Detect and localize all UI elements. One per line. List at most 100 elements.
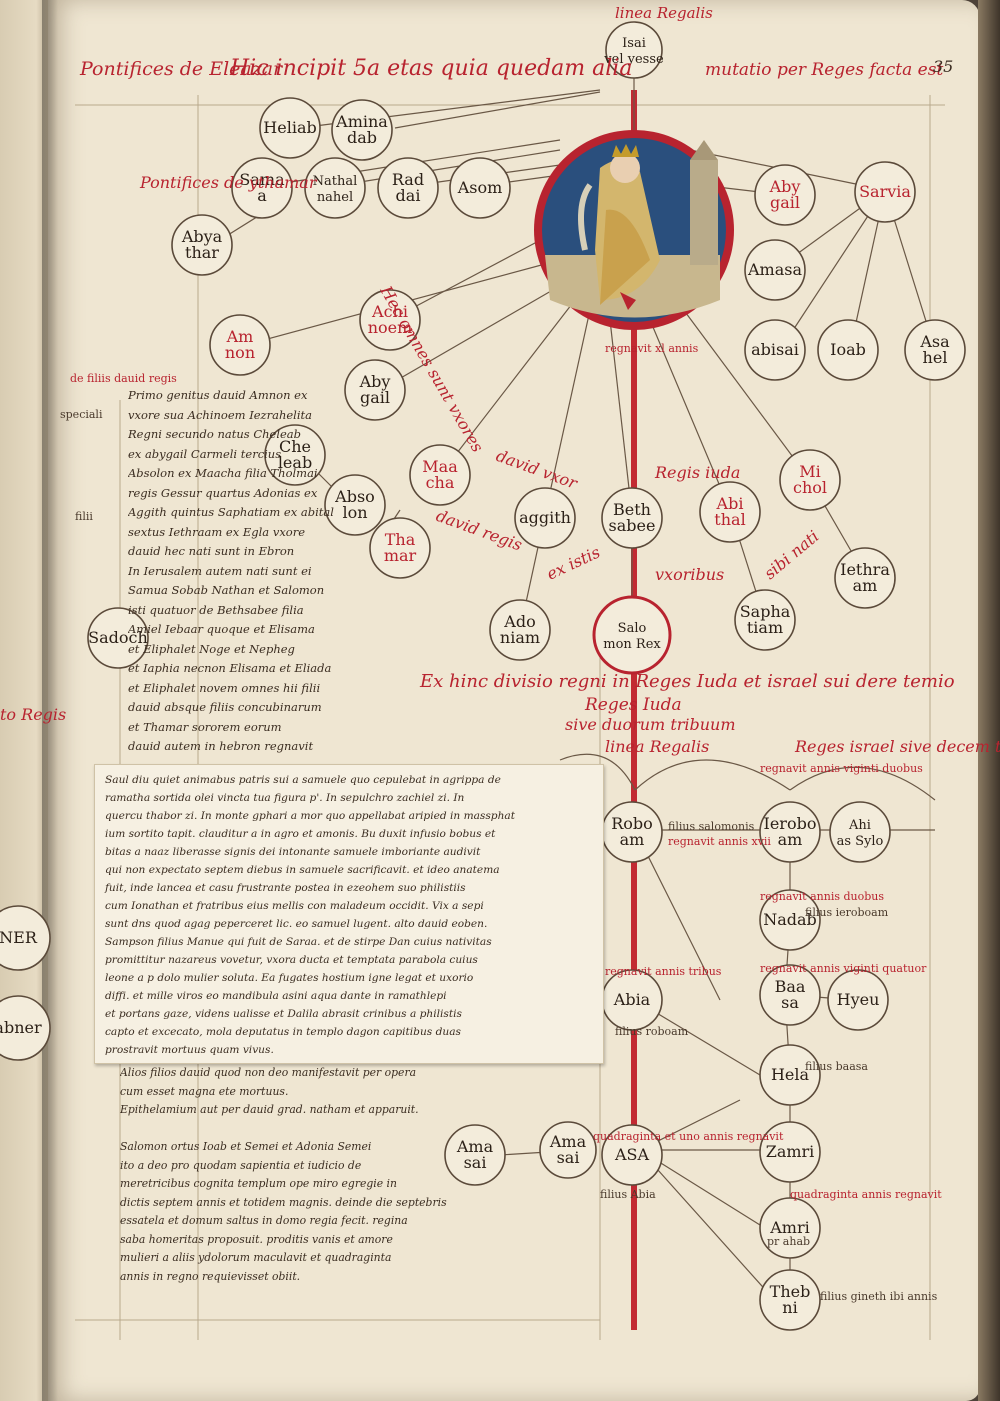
pasted-line: prostravit mortuus quam vivus.: [105, 1044, 274, 1056]
pasted-slip-text: Saul diu quiet animabus patris sui a sam…: [95, 765, 603, 1065]
lower-line: cum esset magna ete mortuus.: [120, 1084, 289, 1098]
node-bethsabee: Bethsabee: [601, 487, 663, 549]
node-label: Sapha: [740, 602, 791, 621]
lower-line: mulieri a aliis ydolorum maculavit et qu…: [120, 1251, 392, 1264]
main-line: Amiel Iebaar quoque et Elisama: [128, 622, 315, 636]
pasted-line: ramatha sortida olei vincta tua figura p…: [105, 792, 465, 804]
margin-to-regis: to Regis: [0, 705, 66, 724]
node-abisai: abisai: [744, 319, 806, 381]
main-line: Absolon ex Maacha filia Tholmai: [128, 466, 318, 480]
node-label: Asom: [457, 178, 503, 197]
node-aggith: aggith: [514, 487, 576, 549]
node-label: Robo: [611, 814, 653, 833]
node-label: abisai: [751, 340, 799, 359]
main-line: vii annis et vi mensibus: [128, 757, 598, 762]
node-hyeu: Hyeu: [827, 969, 889, 1031]
note-pr-ahab: pr ahab: [767, 1235, 810, 1248]
node-label: Mi: [799, 462, 821, 481]
node-label: sai: [464, 1153, 487, 1172]
node-maacha: Maacha: [409, 444, 471, 506]
linea-regalis-heading-2: linea Regalis: [605, 737, 709, 756]
pasted-line: fuit, inde lancea et casu frustrante pos…: [105, 882, 466, 894]
king-david-portrait: [534, 130, 734, 330]
node-label: ni: [782, 1298, 797, 1317]
node-label: Abi: [716, 494, 744, 513]
node-label: Salo: [618, 621, 647, 636]
note-regnavit-xxiiii: regnavit annis viginti quatuor: [760, 962, 927, 975]
node-label: as Sylo: [837, 834, 884, 849]
node-sadoch: Sadoch: [87, 607, 149, 669]
note-de-filiis: de filiis dauid regis: [70, 372, 177, 385]
node-label: Iethra: [840, 560, 890, 579]
node-label: Isai: [622, 36, 646, 51]
node-label: Ama: [549, 1132, 587, 1151]
node-label: Maa: [422, 457, 458, 476]
node-label: am: [853, 576, 878, 595]
main-line: et Eliphalet Noge et Nepheg: [128, 641, 295, 656]
node-label: sa: [781, 993, 799, 1012]
node-label: tiam: [747, 618, 783, 637]
main-line: Regni secundo natus Cheleab: [128, 427, 302, 441]
node-label: gail: [770, 193, 800, 212]
main-line: et Eliphalet novem omnes hii filii: [128, 680, 321, 695]
node-zambri: Zamri: [759, 1121, 821, 1183]
node-label: niam: [500, 628, 540, 647]
lower-line: ito a deo pro quodam sapientia et iudici…: [120, 1158, 362, 1172]
node-sarvia: Sarvia: [854, 161, 916, 223]
note-regnavit-xxii: regnavit annis viginti duobus: [760, 762, 923, 775]
node-label: hel: [923, 348, 948, 367]
mutatio-heading: mutatio per Reges facta est: [705, 60, 943, 80]
node-label: non: [225, 343, 255, 362]
lower-line: saba homeritas proposuit. proditis vanis…: [120, 1232, 393, 1246]
node-amri: Amri: [759, 1197, 821, 1259]
node-label: ASA: [614, 1145, 650, 1164]
node-label: Nadab: [763, 910, 817, 929]
node-label: Amasa: [747, 260, 802, 279]
note-filius-gineth: filius gineth ibi annis: [820, 1290, 938, 1303]
node-cheleab: Cheleab: [264, 424, 326, 486]
node-label: NER: [0, 928, 38, 947]
note-regnavit-ii: regnavit annis duobus: [760, 890, 884, 903]
vxoribus-label: vxoribus: [655, 565, 724, 584]
main-line: et Thamar sororem eorum: [128, 719, 282, 734]
main-line: sextus Iethraam ex Egla vxore: [128, 524, 306, 539]
node-label: mar: [384, 546, 417, 565]
pontifices-eleazar-heading: Pontifices de Eleazar: [79, 58, 284, 80]
node-label: dab: [347, 128, 377, 147]
page-edge: [978, 0, 1000, 1401]
main-line: Samua Sobab Nathan et Salomon: [128, 583, 325, 597]
pasted-line: et portans gaze, videns ualisse et Dalil…: [105, 1008, 462, 1020]
folio-number: 35: [933, 57, 953, 76]
node-amnon: Amnon: [209, 314, 271, 376]
node-label: Ierobo: [764, 814, 817, 833]
lower-line: Alios filios dauid quod non deo manifest…: [120, 1066, 417, 1079]
node-label: vel yesse: [603, 52, 664, 67]
main-line: et Iaphia necnon Elisama et Eliada: [128, 661, 332, 675]
main-line: dauid absque filiis concubinarum: [128, 700, 322, 714]
main-line: In Ierusalem autem nati sunt ei: [128, 563, 312, 578]
main-line: regis Gessur quartus Adonias ex: [128, 485, 318, 500]
node-label: Nathal: [313, 174, 358, 189]
pasted-line: Saul diu quiet animabus patris sui a sam…: [105, 774, 501, 786]
margin-filii: filii: [75, 510, 93, 523]
main-line: Primo genitus dauid Amnon ex: [128, 388, 308, 402]
regis-iuda-label: Regis iuda: [654, 463, 740, 482]
node-label: lon: [342, 503, 367, 522]
note-cit-regnavit: quadraginta annis regnavit: [790, 1188, 942, 1201]
margin-specialib: speciali: [60, 408, 103, 421]
linea-regalis-heading: linea Regalis: [615, 4, 713, 22]
node-label: Baa: [775, 977, 806, 996]
note-regnavit-xli: quadraginta et uno annis regnavit: [593, 1130, 784, 1143]
node-asom: Asom: [449, 157, 511, 219]
reges-israel-heading: Reges israel sive decem tribuum: [794, 737, 1000, 756]
node-ioab: Ioab: [817, 319, 879, 381]
node-label: sabee: [609, 516, 656, 535]
